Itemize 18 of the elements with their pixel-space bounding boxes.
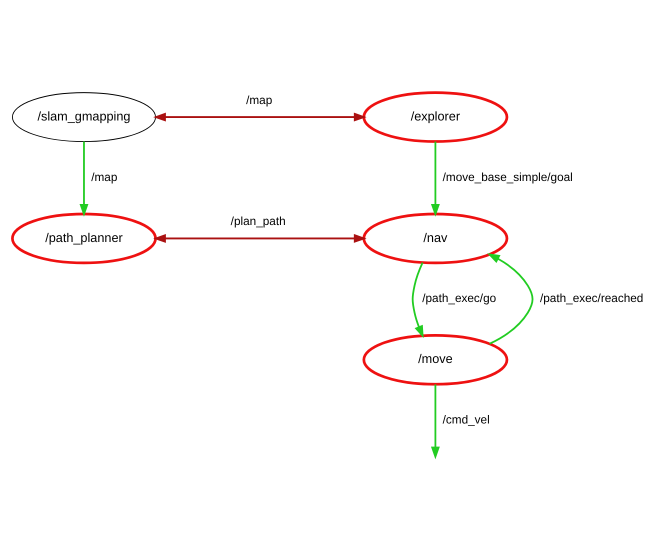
node-ellipse: /slam_gmapping [12,92,156,142]
node-ellipse: /explorer [362,91,508,143]
arrow [430,142,440,217]
edge-label: /map [91,170,118,184]
node-ellipse: /move [362,334,508,386]
edge-label: /path_exec/reached [540,292,644,306]
arrow [80,142,88,217]
node-ellipse: /path_planner [11,212,157,264]
arrow [412,262,424,338]
edge-label: /path_exec/go [422,292,496,306]
arrow [153,234,367,243]
arrow [153,112,367,122]
edge-label: /move_base_simple/goal [442,170,573,184]
arrow [430,384,440,460]
edge-label: /map [246,94,272,107]
edge-label: /cmd_vel [442,414,490,427]
arrow [487,253,534,345]
edge-label: /plan_path [230,215,286,228]
